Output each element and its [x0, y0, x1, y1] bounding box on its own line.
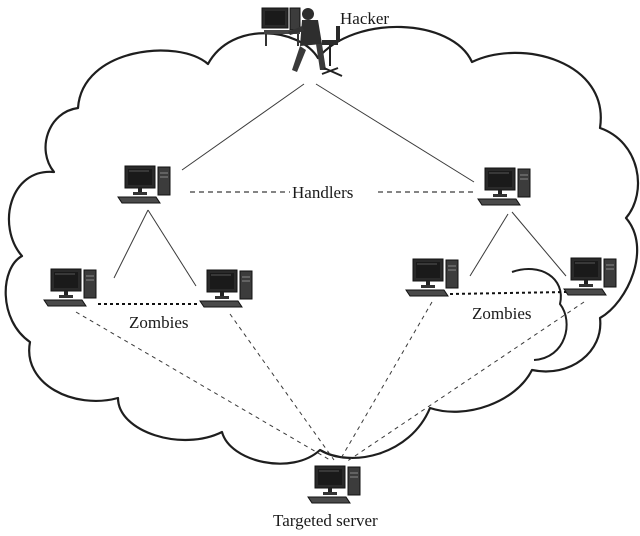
link-zombie-target-2 [229, 313, 335, 461]
link-zombie-target-3 [339, 301, 433, 461]
zombies-right-label: Zombies [472, 304, 532, 323]
cloud-outline [4, 25, 640, 465]
zombies-left-label: Zombies [129, 313, 189, 332]
hacker-label: Hacker [340, 9, 389, 28]
link-hacker-handler-right [315, 83, 475, 183]
link-handler-zombie-1 [113, 209, 149, 279]
link-handler-zombie-3 [469, 213, 509, 277]
targeted-server-computer-icon [307, 465, 361, 504]
link-zombies-right [449, 291, 567, 295]
handlers-label: Handlers [292, 183, 353, 202]
hacker-workstation-icon [261, 7, 343, 77]
link-handler-zombie-2 [147, 209, 197, 287]
link-zombie-target-1 [75, 311, 331, 461]
cloud-inner-lobe [511, 267, 568, 361]
target-label: Targeted server [273, 511, 378, 530]
link-hacker-handler-left [181, 83, 305, 171]
link-handler-zombie-4 [511, 211, 567, 277]
